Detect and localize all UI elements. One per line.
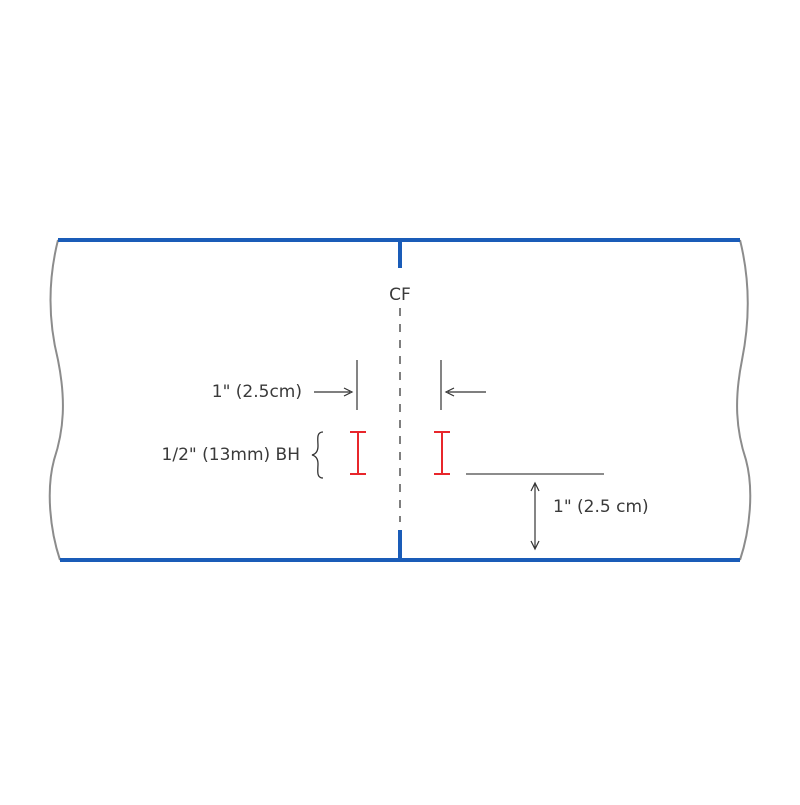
spacing-left-label: 1" (2.5cm) [212, 382, 302, 402]
band-left-edge [48, 239, 64, 561]
band-right-edge [736, 239, 752, 561]
buttonhole-brace [311, 431, 324, 479]
buttonhole-right [434, 431, 450, 475]
spacing-bottom-arrowhead-top [530, 481, 540, 492]
buttonhole-left [350, 431, 366, 475]
spacing-left-arrowhead [343, 387, 354, 397]
center-front-label: CF [389, 285, 411, 305]
buttonhole-label: 1/2" (13mm) BH [162, 445, 300, 465]
spacing-right-arrowhead [444, 387, 455, 397]
spacing-bottom-label: 1" (2.5 cm) [553, 497, 649, 517]
spacing-bottom-arrowhead-bottom [530, 540, 540, 551]
